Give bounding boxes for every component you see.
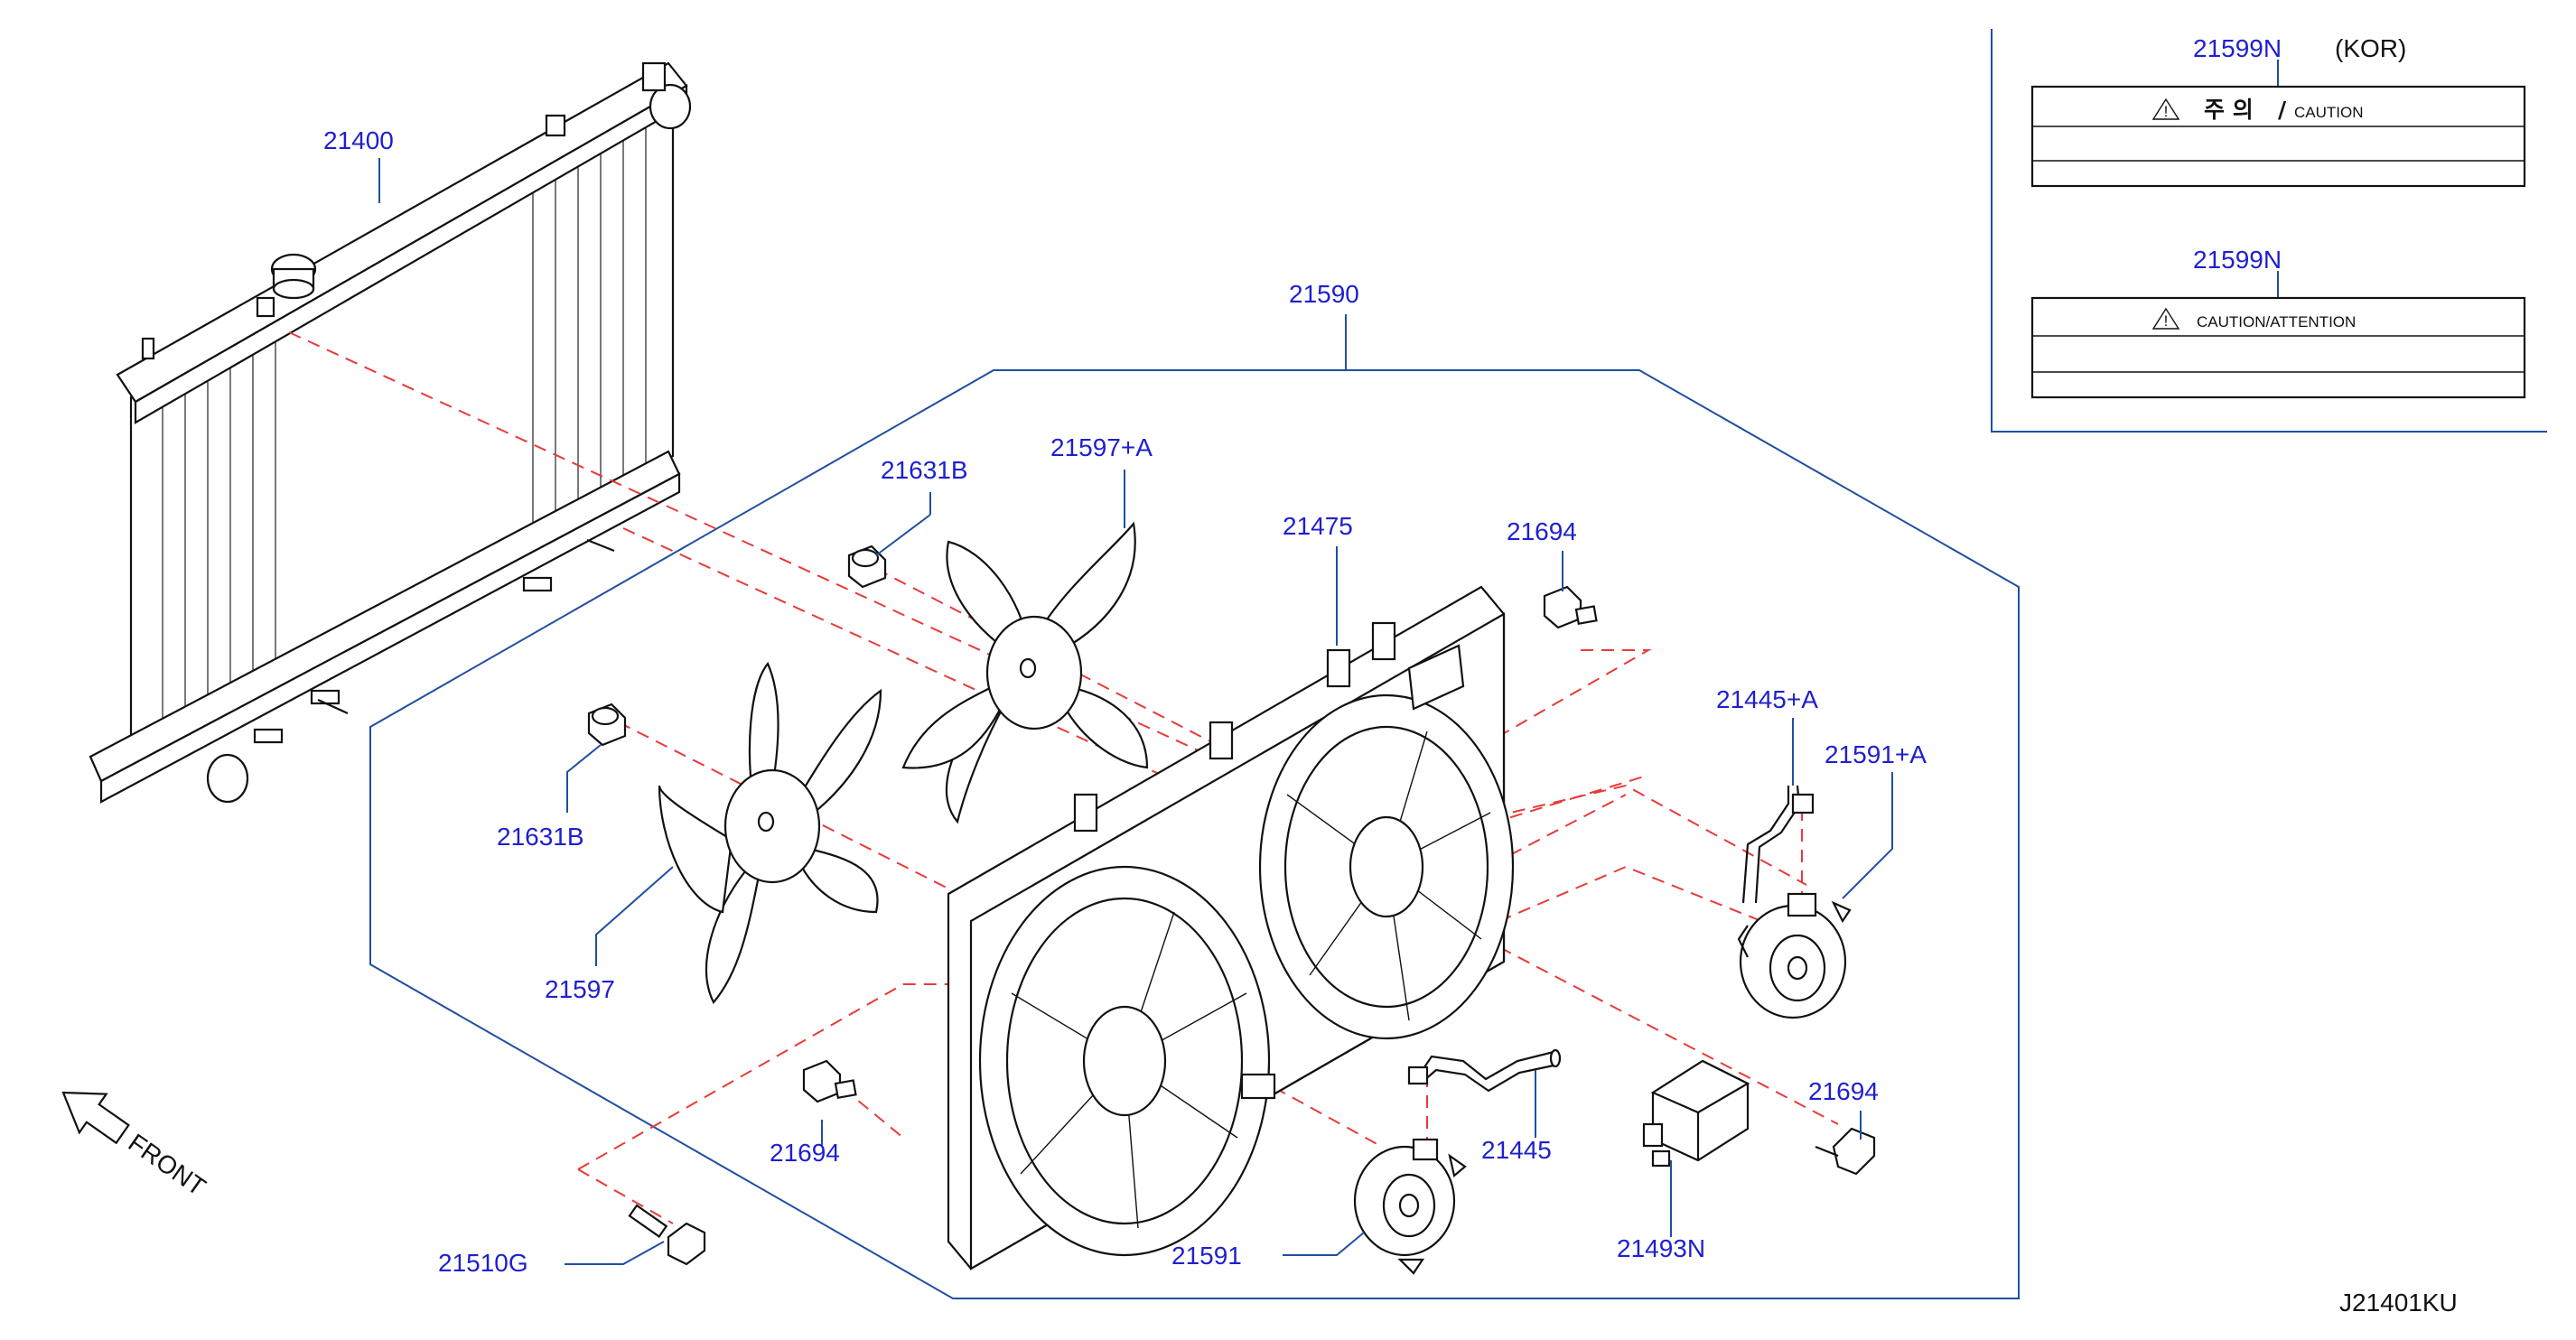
- fan-blade-lower: [658, 661, 882, 1004]
- part-label-21591a: 21591+A: [1825, 740, 1927, 768]
- caution-kor-heading: 주 의: [2204, 97, 2254, 123]
- nut-21631b-left: [587, 703, 627, 747]
- front-label: FRONT: [124, 1129, 211, 1202]
- assembly-boundary: [369, 314, 2020, 1299]
- part-label-21631b-top: 21631B: [881, 456, 968, 484]
- svg-text:!: !: [2164, 312, 2169, 330]
- fan-relay-module: [1642, 1059, 1750, 1168]
- part-label-21400: 21400: [323, 126, 394, 154]
- nut-21631b-top: [847, 544, 887, 589]
- wiring-harness-upper: [1741, 785, 1815, 904]
- bolt-21510g: [628, 1204, 706, 1266]
- warning-triangle-icon: [2151, 98, 2180, 120]
- caution-label-kor: ! 주 의 / CAUTION: [2030, 85, 2526, 188]
- radiator: [89, 61, 692, 804]
- caution-attention-heading: CAUTION/ATTENTION: [2197, 313, 2356, 330]
- diagram-code: J21401KU: [2339, 1289, 2458, 1317]
- part-label-21597: 21597: [545, 975, 615, 1003]
- caution-en-heading: CAUTION: [2294, 104, 2364, 121]
- part-label-21631b-left: 21631B: [497, 823, 584, 851]
- wiring-harness-lower: [1407, 1048, 1562, 1093]
- part-label-21445: 21445: [1481, 1136, 1552, 1164]
- fan-motor-right: [1737, 892, 1852, 1019]
- bolt-21694-left: [802, 1059, 857, 1103]
- part-label-21599n: 21599N: [2193, 246, 2282, 274]
- part-label-21493n: 21493N: [1617, 1234, 1705, 1262]
- part-label-21694-top: 21694: [1507, 517, 1577, 545]
- part-label-21475: 21475: [1283, 512, 1353, 540]
- bolt-21694-right: [1815, 1127, 1876, 1176]
- caution-label-intl: ! CAUTION/ATTENTION: [2030, 296, 2526, 399]
- caution-labels-panel: ! 주 의 / CAUTION ! CAUTION/ATTENTION: [1991, 29, 2547, 433]
- front-direction-arrow: FRONT: [61, 1091, 211, 1202]
- region-label-kor: (KOR): [2335, 34, 2406, 62]
- bolt-21694-top: [1543, 585, 1598, 629]
- part-label-21590: 21590: [1289, 280, 1359, 308]
- leader-lines: [378, 158, 1893, 1265]
- part-label-21597a: 21597+A: [1050, 433, 1153, 461]
- svg-text:!: !: [2164, 103, 2169, 120]
- caution-slash: /: [2278, 97, 2287, 123]
- part-label-21599n-kor: 21599N: [2193, 34, 2282, 62]
- part-label-21694-right: 21694: [1808, 1077, 1879, 1105]
- part-labels: 21400 21590 21631B 21597+A 21475 21694 2…: [323, 34, 2406, 1277]
- part-label-21591: 21591: [1171, 1242, 1242, 1270]
- fan-motor-lower: [1353, 1138, 1467, 1275]
- fan-blade-upper: [901, 521, 1149, 824]
- part-label-21694-left: 21694: [770, 1139, 840, 1167]
- part-label-21510g: 21510G: [438, 1249, 528, 1277]
- part-label-21445a: 21445+A: [1716, 685, 1818, 713]
- fan-shroud: [947, 585, 1515, 1270]
- warning-triangle-icon: [2151, 307, 2180, 330]
